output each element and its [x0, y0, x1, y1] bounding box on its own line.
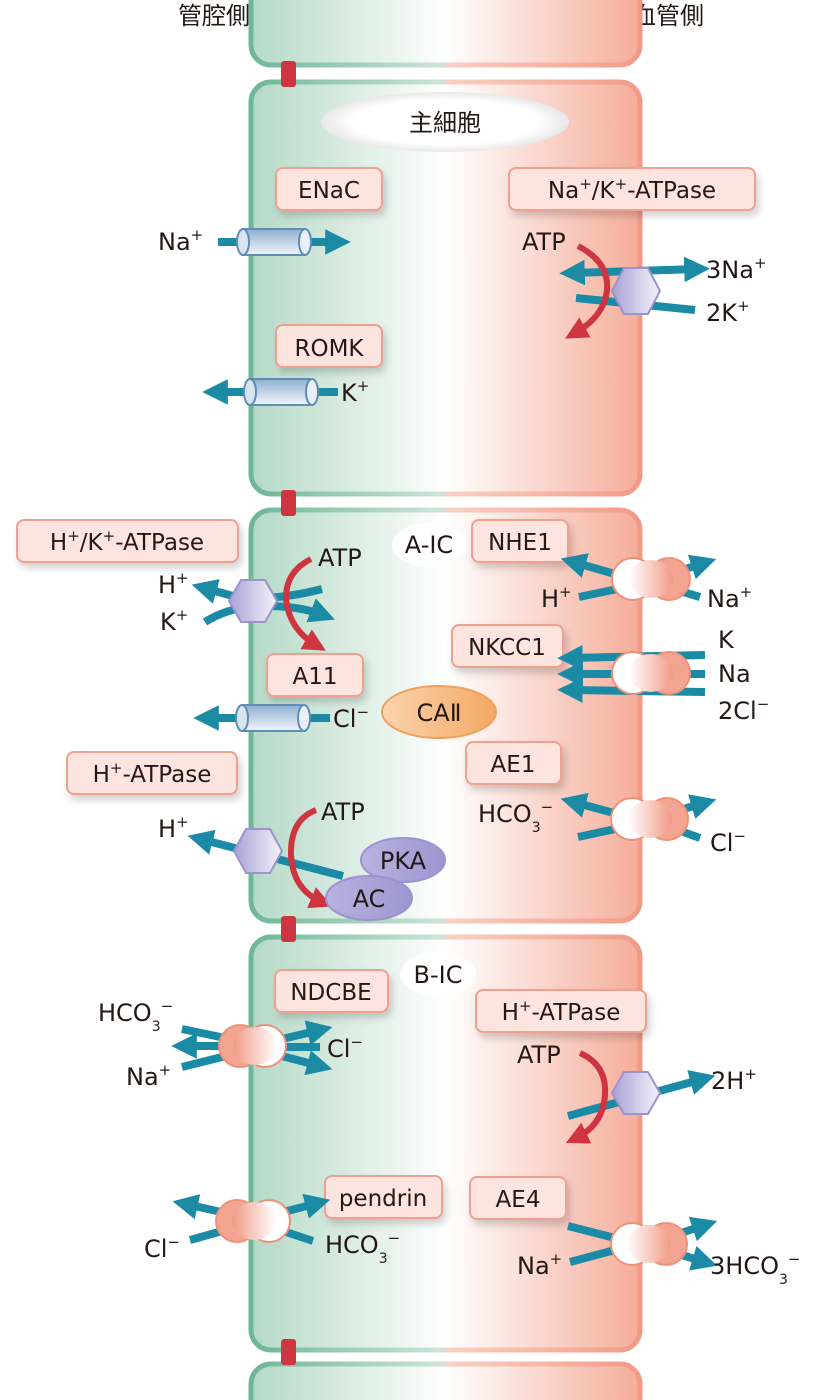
pka-label: PKA	[380, 847, 427, 875]
a-ic-h-atpase-label: H+-ATPase	[93, 759, 212, 788]
ae1-hco3-out-arrow	[560, 792, 616, 818]
carbonic-anhydrase-ii	[381, 685, 497, 739]
romk-channel-icon	[243, 378, 319, 406]
hk-atpase-label-box	[16, 519, 239, 563]
enac-channel-icon	[236, 228, 312, 256]
hk-atp-label: ATP	[318, 544, 362, 572]
hk-out-ion-label: H+	[158, 569, 189, 599]
ae1-cl-label: Cl−	[710, 827, 746, 857]
nhe1-h-out-arrow	[560, 553, 617, 578]
pendrin-exchanger-icon	[215, 1199, 291, 1243]
ae4-hco3-label: 3HCO3−	[710, 1250, 800, 1288]
nhe1-h-label: H+	[541, 583, 572, 613]
luminal-side-label: 管腔側	[178, 2, 250, 30]
hk-atpase-label: H+/K+-ATPase	[50, 527, 204, 556]
pka-enzyme	[360, 837, 446, 883]
ndcbe-cotransporter-icon	[218, 1024, 287, 1068]
ae1-exchanger-icon	[610, 797, 689, 841]
pendrin-cl-label: Cl−	[144, 1233, 180, 1263]
b-ic-atp-arrow	[565, 1050, 609, 1144]
ndcbe-hco3-label: HCO3−	[98, 997, 173, 1035]
tight-junction	[281, 490, 296, 516]
b-ic-nucleus	[400, 952, 476, 996]
nak-atp-label: ATP	[522, 228, 566, 256]
ndcbe-na-cyto-arrow	[276, 1050, 333, 1076]
b-ic-h-atpase-label: H+-ATPase	[502, 997, 621, 1026]
ae4-label: AE4	[496, 1187, 541, 1213]
bottom-cell-fragment	[248, 1361, 643, 1400]
nkcc1-cl-label: 2Cl−	[718, 695, 769, 725]
b-ic-h-atpase-pump-icon	[610, 1071, 662, 1115]
a-ic-h-atpase-pump-icon	[232, 828, 284, 874]
a-ic-contents: A-IC H+/K+-ATPase ATP H+ K+ A11 Cl− CAⅡ	[16, 519, 769, 921]
a-ic-nucleus	[392, 523, 466, 567]
a-ic-h-atpase-label-box	[66, 751, 238, 795]
a-ic-h-atp-label: ATP	[321, 798, 365, 826]
b-ic-atp-label: ATP	[517, 1041, 561, 1069]
top-cell-fragment	[248, 0, 643, 68]
nhe1-exchanger-icon	[611, 557, 691, 601]
ndcbe-label-box	[274, 969, 389, 1013]
nkcc1-label: NKCC1	[468, 635, 546, 661]
blood-side-label: 血管側	[632, 2, 704, 30]
ae4-na-in-line	[568, 1246, 617, 1266]
enac-ion-label: Na+	[158, 226, 203, 256]
principal-cell-name: 主細胞	[409, 109, 481, 137]
a-ic-atp-arrow	[287, 807, 333, 909]
a11-channel-icon	[235, 704, 311, 732]
tight-junction	[281, 61, 296, 87]
nhe1-label: NHE1	[488, 530, 552, 556]
nak-atpase-label-box	[508, 167, 756, 211]
pendrin-hco3-label: HCO3−	[325, 1229, 400, 1267]
b-intercalated-cell	[248, 934, 643, 1353]
nak-atpase-pump-icon	[610, 267, 662, 315]
tight-junction	[281, 916, 296, 942]
b-ic-h-atpase-label-box	[475, 989, 647, 1033]
nhe1-label-box	[471, 519, 569, 563]
b-ic-2h-label: 2H+	[711, 1065, 757, 1095]
nucleus	[321, 92, 569, 152]
ae1-label: AE1	[491, 752, 536, 778]
b-ic-name: B-IC	[414, 961, 463, 989]
ndcbe-cl-label: Cl−	[327, 1033, 363, 1063]
a11-label-box	[266, 653, 364, 697]
ndcbe-na-label: Na+	[126, 1061, 171, 1091]
nak-out-ion-label: 3Na+	[706, 254, 767, 284]
a11-ion-label: Cl−	[333, 703, 369, 733]
ac-enzyme	[325, 875, 413, 921]
a11-label: A11	[292, 664, 337, 690]
a-ic-name: A-IC	[405, 531, 453, 559]
hk-in-ion-label: K+	[160, 606, 188, 636]
romk-label: ROMK	[294, 336, 364, 362]
ca2-label: CAⅡ	[417, 699, 462, 727]
hk-atpase-pump-icon	[227, 579, 279, 623]
ae4-label-box	[469, 1176, 567, 1220]
romk-label-box	[275, 324, 383, 368]
a-ic-h-ion-label: H+	[158, 813, 189, 843]
ac-label: AC	[353, 885, 386, 913]
pendrin-label: pendrin	[339, 1186, 427, 1212]
nak-atp-hydrolysis-arrow	[565, 243, 611, 339]
romk-ion-label: K+	[341, 377, 369, 407]
ae1-label-box	[465, 741, 562, 785]
ae4-exchanger-icon	[610, 1222, 688, 1266]
ae4-in-line-1	[567, 1222, 616, 1242]
enac-label: ENaC	[298, 178, 360, 204]
principal-cell-contents: 主細胞 ENaC Na+ ROMK K+ Na+/K+-ATPase	[158, 92, 767, 407]
enac-label-box	[275, 167, 383, 211]
tight-junction	[281, 1339, 296, 1365]
nkcc1-cotransporter-icon	[611, 651, 691, 695]
nak-in-ion-label: 2K+	[706, 297, 750, 327]
nkcc1-k-label: K	[718, 626, 735, 654]
hk-atp-hydrolysis-arrow	[282, 556, 326, 651]
nak-atpase-label: Na+/K+-ATPase	[548, 175, 716, 204]
nkcc1-na-label: Na	[718, 660, 751, 688]
ae1-hco3-label: HCO3−	[478, 798, 553, 836]
ae4-na-label: Na+	[517, 1250, 562, 1280]
ndcbe-label: NDCBE	[290, 980, 371, 1006]
nhe1-na-label: Na+	[707, 583, 752, 613]
b-ic-contents: B-IC NDCBE HCO3− Na+ Cl− H+-ATPase ATP 2…	[98, 952, 800, 1288]
